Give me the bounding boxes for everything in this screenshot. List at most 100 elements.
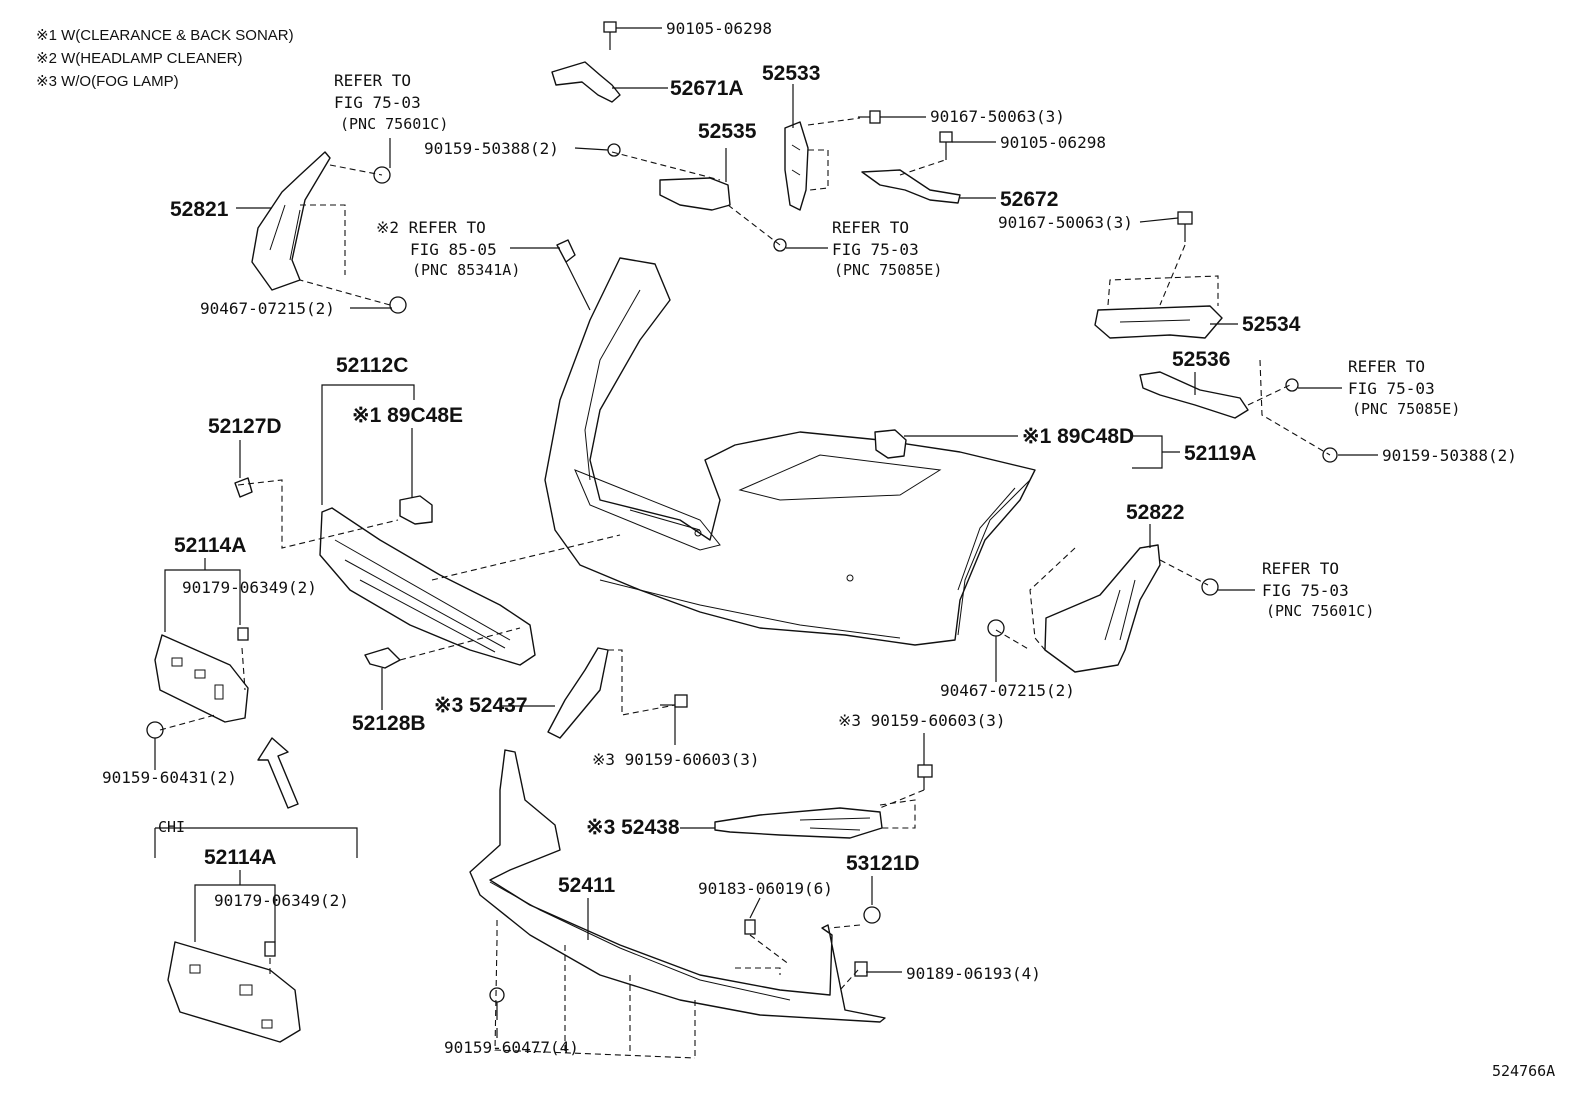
note-3: ※3 W/O(FOG LAMP) <box>36 73 179 90</box>
label-89C48D: ※1 89C48D <box>1022 425 1134 448</box>
lower-grille <box>319 507 536 666</box>
clip-90467-a <box>389 296 407 314</box>
bracket-52536 <box>1139 371 1249 419</box>
label-52533: 52533 <box>762 62 820 85</box>
label-52821: 52821 <box>170 198 229 221</box>
sensor-89C48E <box>399 495 433 525</box>
svg-text:FIG 75-03: FIG 75-03 <box>334 93 421 112</box>
left-side-retainer <box>251 151 331 291</box>
svg-text:FIG 75-03: FIG 75-03 <box>1262 581 1349 600</box>
label-90167-50063-a: 90167-50063(3) <box>930 107 1065 126</box>
refer-notes: REFER TO FIG 75-03 (PNC 75601C) ※2 REFER… <box>334 71 1460 620</box>
bolt-90159-603-a <box>660 694 688 708</box>
label-90167-50063-b: 90167-50063(3) <box>998 213 1133 232</box>
svg-text:FIG 85-05: FIG 85-05 <box>410 240 497 259</box>
label-52672: 52672 <box>1000 188 1058 211</box>
label-52114A-chi: 52114A <box>204 846 276 869</box>
figure-id: 524766A <box>1492 1062 1555 1080</box>
label-90159-50388-a: 90159-50388(2) <box>424 139 559 158</box>
leader-lines <box>154 27 1378 1038</box>
svg-text:REFER TO: REFER TO <box>1348 357 1425 376</box>
clip-refer-75085E-b <box>1285 378 1299 392</box>
label-52438: ※3 52438 <box>586 816 680 839</box>
bolt-90159-603-b <box>917 764 933 790</box>
label-90159-60603-b: ※3 90159-60603(3) <box>592 750 760 769</box>
headlamp-cleaner-part <box>556 239 576 263</box>
label-90159-50388-b: 90159-50388(2) <box>1382 446 1517 465</box>
label-52411: 52411 <box>558 874 616 897</box>
bracket-52438 <box>714 807 883 839</box>
clip-90467-b <box>987 619 1005 637</box>
svg-text:REFER TO: REFER TO <box>1262 559 1339 578</box>
note-1: ※1 W(CLEARANCE & BACK SONAR) <box>36 27 294 44</box>
part-labels: 90105-06298 52671A 52533 90167-50063(3) … <box>102 19 1555 1080</box>
bracket-52535 <box>659 177 731 211</box>
svg-text:REFER TO: REFER TO <box>334 71 411 90</box>
bracket-52672 <box>861 169 961 204</box>
refer-75085E-center: REFER TO FIG 75-03 (PNC 75085E) <box>832 218 942 279</box>
label-52128B: 52128B <box>352 712 426 735</box>
label-52822: 52822 <box>1126 501 1184 524</box>
bolt-90159-477 <box>489 987 505 1020</box>
license-bracket-lower <box>167 941 301 1043</box>
bolt-90167-a <box>858 110 881 124</box>
label-90105-06298-b: 90105-06298 <box>1000 133 1106 152</box>
nut-90179-b <box>264 941 276 957</box>
bolt-90167-b <box>1177 211 1193 242</box>
bracket-52671A <box>551 61 621 103</box>
label-90189-06193: 90189-06193(4) <box>906 964 1041 983</box>
svg-text:(PNC 75601C): (PNC 75601C) <box>1266 602 1374 620</box>
right-side-retainer <box>1044 544 1161 673</box>
label-52671A: 52671A <box>670 77 744 100</box>
svg-text:FIG 75-03: FIG 75-03 <box>1348 379 1435 398</box>
label-90179-06349-b: 90179-06349(2) <box>214 891 349 910</box>
svg-text:(PNC 75085E): (PNC 75085E) <box>1352 400 1460 418</box>
label-90105-06298-a: 90105-06298 <box>666 19 772 38</box>
front-bumper-cover <box>544 257 1036 646</box>
label-89C48E: ※1 89C48E <box>352 404 463 427</box>
refer-75601C-left: REFER TO FIG 75-03 (PNC 75601C) <box>334 71 448 133</box>
assembly-dashed-lines <box>159 117 1331 1060</box>
nut-90183 <box>744 919 756 935</box>
clip-53121D <box>863 906 881 924</box>
license-bracket-upper <box>154 634 249 723</box>
svg-text:FIG 75-03: FIG 75-03 <box>832 240 919 259</box>
label-53121D: 53121D <box>846 852 920 875</box>
bolt-90105-b <box>939 131 953 160</box>
direction-arrow <box>257 737 299 809</box>
clip-90189 <box>854 961 868 977</box>
chi-bracket-frame <box>154 827 358 858</box>
svg-text:(PNC 75085E): (PNC 75085E) <box>834 261 942 279</box>
label-90467-07215-a: 90467-07215(2) <box>200 299 335 318</box>
label-52112C: 52112C <box>336 354 408 377</box>
bracket-52437 <box>547 647 609 739</box>
label-52114A: 52114A <box>174 534 246 557</box>
clip-52127D <box>234 477 253 498</box>
svg-text:(PNC 75601C): (PNC 75601C) <box>340 115 448 133</box>
label-90183-06019: 90183-06019(6) <box>698 879 833 898</box>
clip-refer-75601C-b <box>1201 578 1219 596</box>
bracket-52533 <box>784 121 809 211</box>
label-52534: 52534 <box>1242 313 1301 336</box>
label-90179-06349-a: 90179-06349(2) <box>182 578 317 597</box>
clip-52128B <box>364 647 401 669</box>
nut-90179-a <box>237 627 249 641</box>
bolt-90159-388-a <box>607 143 621 157</box>
label-52535: 52535 <box>698 120 757 143</box>
label-chi: CHI <box>158 818 185 836</box>
svg-text:※2 REFER TO: ※2 REFER TO <box>376 218 486 237</box>
label-52127D: 52127D <box>208 415 282 438</box>
lower-spoiler <box>469 749 886 1023</box>
refer-85341A: ※2 REFER TO FIG 85-05 (PNC 85341A) <box>376 218 520 279</box>
label-52536: 52536 <box>1172 348 1230 371</box>
note-2: ※2 W(HEADLAMP CLEANER) <box>36 50 243 67</box>
label-52437: ※3 52437 <box>434 694 528 717</box>
bracket-52534 <box>1094 305 1223 339</box>
label-90159-60603-a: ※3 90159-60603(3) <box>838 711 1006 730</box>
label-52119A: 52119A <box>1184 442 1256 465</box>
label-90159-60431: 90159-60431(2) <box>102 768 237 787</box>
svg-text:REFER TO: REFER TO <box>832 218 909 237</box>
bolt-90105-a <box>603 21 617 50</box>
